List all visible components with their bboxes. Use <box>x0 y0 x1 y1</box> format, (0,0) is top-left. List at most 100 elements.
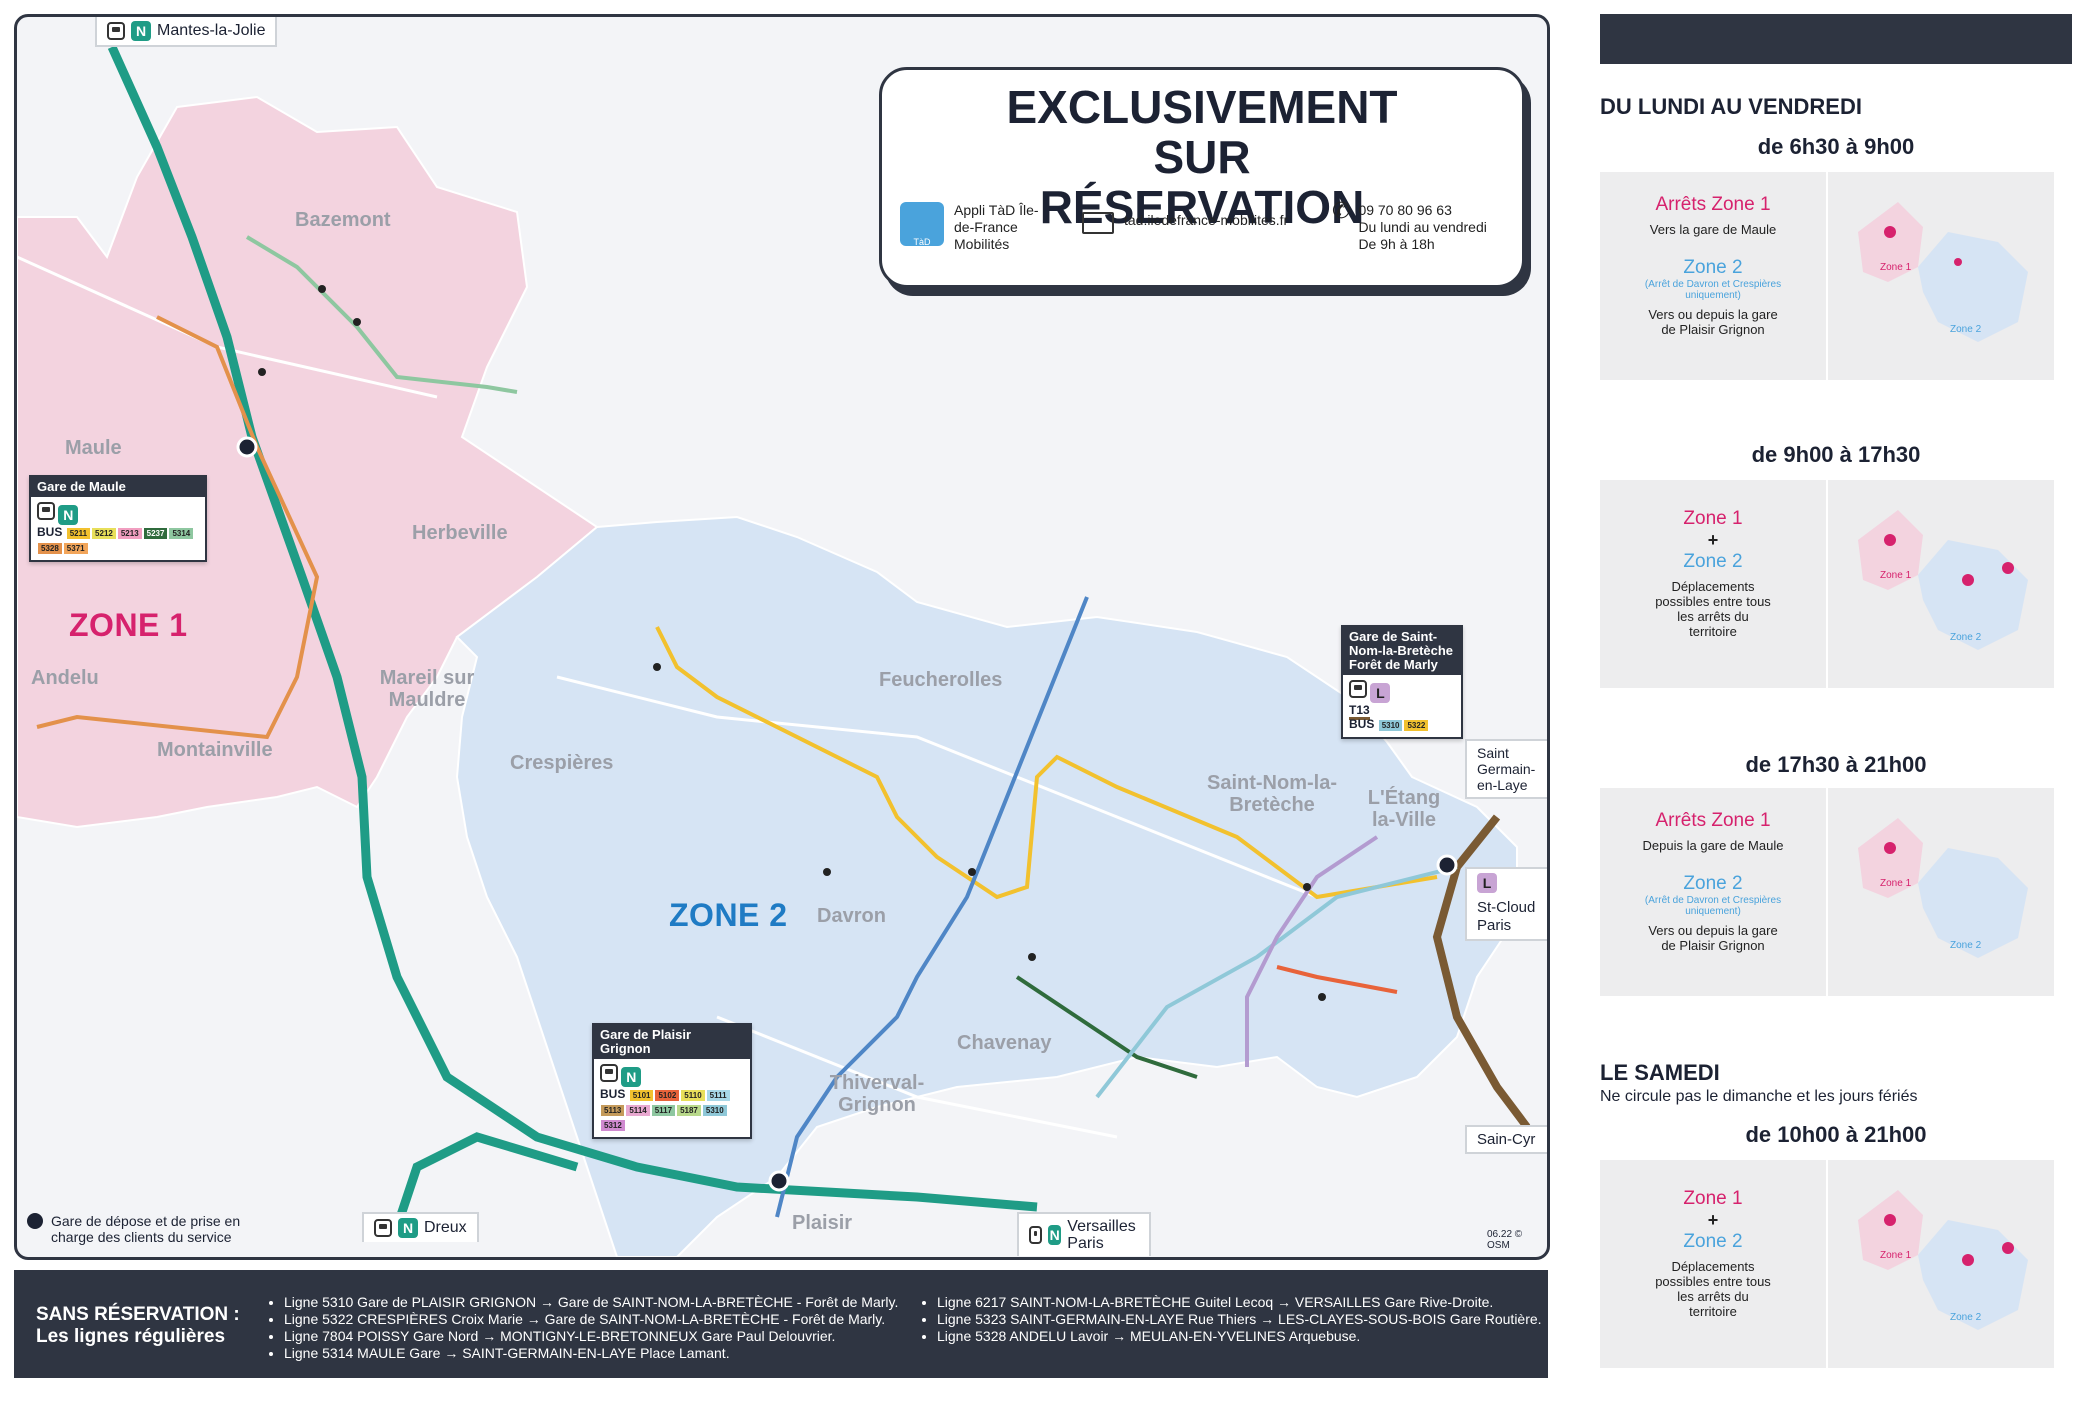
bus-chip: 5102 <box>655 1090 680 1101</box>
place-label: Plaisir <box>792 1212 853 1234</box>
bus-chip: 5312 <box>601 1120 625 1131</box>
place-label: Davron <box>817 905 886 927</box>
mini-map-zone2: Zone 2 <box>1950 940 1982 951</box>
zone2-note: Vers ou depuis la gare de Plaisir Grigno… <box>1648 923 1778 953</box>
bus-line-5328 <box>36 315 320 740</box>
mini-map: Zone 1 Zone 2 <box>1828 172 2054 380</box>
rail-line-t13 <box>1432 814 1531 1130</box>
station-card-saintnom[interactable]: Gare de Saint-Nom-la-Bretèche Forêt de M… <box>1341 625 1463 739</box>
tram-t13-label: T13 <box>1349 703 1370 720</box>
map-frame: ZONE 1 ZONE 2 Bazemont Maule Herbeville … <box>14 14 1550 1260</box>
schedule-header-bar <box>1600 14 2072 64</box>
zone1-text: Arrêts Zone 1 <box>1655 194 1771 215</box>
mini-map-svg <box>1858 1190 2028 1330</box>
regular-lines-heading: SANS RÉSERVATION : Les lignes régulières <box>36 1304 240 1347</box>
line-n-icon: N <box>621 1067 642 1087</box>
phone-contact[interactable]: ✆ 09 70 80 96 63 Du lundi au vendredi De… <box>1332 200 1503 253</box>
website-link[interactable]: tad.iledefrance-mobilites.fr <box>1082 212 1288 234</box>
slot-time: de 6h30 à 9h00 <box>1757 134 1915 159</box>
line-n-icon: N <box>1048 1225 1062 1245</box>
mini-map: Zone 1 Zone 2 <box>1828 480 2054 688</box>
tad-app-icon: TàD <box>900 202 944 246</box>
slot-note: Déplacements possibles entre tous les ar… <box>1655 579 1771 639</box>
bus-chip: 5211 <box>66 528 91 539</box>
place-label: L'Étang la-Ville <box>1367 787 1441 831</box>
saturday-heading: LE SAMEDI <box>1600 1060 1720 1085</box>
zone2-note: Vers ou depuis la gare de Plaisir Grigno… <box>1648 307 1778 337</box>
bus-line-5323 <box>1245 835 1379 1067</box>
zone1-text: Arrêts Zone 1 <box>1655 810 1771 831</box>
place-label: Herbeville <box>412 522 508 544</box>
rail-endpoint-label: Saint Germain-en-Laye <box>1477 745 1536 793</box>
rail-endpoint-saint-cyr[interactable]: Sain-Cyr <box>1465 1125 1547 1154</box>
station-card-title: Gare de Maule <box>31 477 205 497</box>
bus-chip: 5101 <box>629 1090 654 1101</box>
slot-card: Arrêts Zone 1 Vers la gare de Maule Zone… <box>1600 172 1826 380</box>
slot-time: de 10h00 à 21h00 <box>1745 1122 1927 1147</box>
regular-line-item: Ligne 6217 SAINT-NOM-LA-BRETÈCHE Guitel … <box>937 1294 1542 1311</box>
phone-number: 09 70 80 96 63 <box>1358 202 1452 218</box>
regular-lines-right: Ligne 6217 SAINT-NOM-LA-BRETÈCHE Guitel … <box>919 1294 1542 1345</box>
rail-endpoint-label: St-Cloud Paris <box>1477 899 1536 934</box>
bus-chip: 5117 <box>651 1105 676 1116</box>
bus-line-5310 <box>1095 865 1458 1099</box>
zone2-sub: (Arrêt de Davron et Crespières uniquemen… <box>1644 279 1782 301</box>
website-url: tad.iledefrance-mobilites.fr <box>1124 212 1289 228</box>
bus-chip: 5310 <box>702 1105 727 1116</box>
rail-endpoint-saint-germain[interactable]: Saint Germain-en-Laye <box>1465 739 1547 799</box>
regular-line-item: Ligne 5314 MAULE Gare → SAINT-GERMAIN-EN… <box>284 1345 898 1362</box>
bus-chip: 5110 <box>681 1090 705 1101</box>
regular-line-item: Ligne 7804 POISSY Gare Nord → MONTIGNY-L… <box>284 1328 898 1345</box>
train-icon <box>1029 1226 1043 1244</box>
station-dot-maule <box>236 436 258 458</box>
line-l-icon: L <box>1370 683 1391 703</box>
rail-endpoint-label: Dreux <box>424 1219 467 1236</box>
station-card-title: Gare de Plaisir Grignon <box>594 1025 750 1059</box>
mini-map: Zone 1 Zone 2 <box>1828 788 2054 996</box>
place-label: Bazemont <box>295 209 391 231</box>
bus-chip: 5213 <box>117 528 142 539</box>
place-label: Thiverval-Grignon <box>829 1072 925 1116</box>
slot-note: Déplacements possibles entre tous les ar… <box>1655 1259 1771 1319</box>
rail-line-n-west <box>392 1132 579 1229</box>
zone2-text: Zone 2 <box>1683 257 1743 278</box>
bus-chip: 5113 <box>601 1105 625 1116</box>
train-icon <box>600 1064 618 1082</box>
laptop-icon <box>1082 212 1114 234</box>
bus-chip: 5328 <box>38 543 62 554</box>
mini-map-zone1: Zone 1 <box>1880 1250 1912 1261</box>
rail-endpoint-st-cloud[interactable]: L St-Cloud Paris <box>1465 867 1547 941</box>
weekday-heading: DU LUNDI AU VENDREDI <box>1600 94 1862 119</box>
station-card-title: Gare de Saint-Nom-la-Bretèche Forêt de M… <box>1343 627 1461 675</box>
mini-map-svg <box>1858 818 2028 958</box>
bus-line-5115 <box>1015 975 1198 1079</box>
bus-chip: 5111 <box>706 1090 730 1101</box>
rail-endpoint-label: Sain-Cyr <box>1477 1131 1536 1148</box>
mini-map-svg <box>1858 202 2028 342</box>
slot-card: Zone 1 + Zone 2 Déplacements possibles e… <box>1600 1160 1826 1368</box>
line-l-icon: L <box>1477 873 1497 893</box>
reservation-panel: EXCLUSIVEMENT SUR RÉSERVATION TàD Appli … <box>879 67 1525 288</box>
app-link[interactable]: TàD Appli TàD Île-de-France Mobilités <box>900 202 1054 253</box>
map-legend: Gare de dépose et de prise en charge des… <box>27 1213 277 1245</box>
bus-line-5322 <box>655 626 1438 900</box>
line-n-icon: N <box>58 505 79 525</box>
stop-dot <box>353 318 361 326</box>
zone2-text: Zone 2 <box>1683 873 1743 894</box>
app-label: Appli TàD Île-de-France Mobilités <box>954 202 1039 252</box>
bus-chip: 5187 <box>677 1105 701 1116</box>
rail-line-n <box>107 45 1038 1212</box>
rail-endpoint-label: Mantes-la-Jolie <box>157 22 266 39</box>
bus-chip: 5114 <box>626 1105 650 1116</box>
zone2-label: ZONE 2 <box>669 897 788 933</box>
bus-chip: 5310 <box>1378 720 1403 731</box>
station-dot-plaisir <box>768 1170 790 1192</box>
mini-map-svg <box>1858 510 2028 650</box>
place-label: Andelu <box>31 667 99 689</box>
slot-card: Zone 1 + Zone 2 Déplacements possibles e… <box>1600 480 1826 688</box>
